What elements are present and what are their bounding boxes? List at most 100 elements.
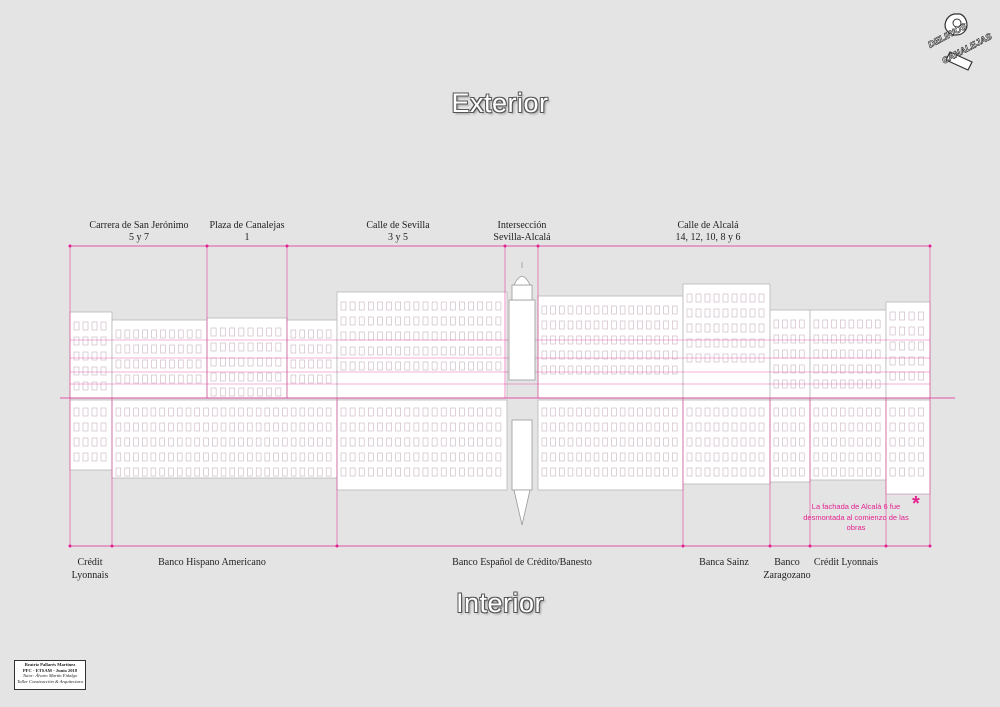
window	[839, 437, 846, 447]
window	[413, 452, 420, 462]
window	[229, 372, 235, 382]
window	[593, 350, 600, 360]
window	[255, 407, 262, 417]
window	[799, 407, 805, 417]
window	[238, 342, 245, 352]
window	[91, 422, 98, 432]
window	[133, 407, 139, 417]
window	[782, 452, 788, 462]
window	[567, 437, 574, 447]
window	[695, 407, 702, 417]
window	[731, 308, 738, 318]
window	[713, 422, 720, 432]
window	[124, 344, 131, 354]
window	[857, 452, 863, 462]
window	[908, 407, 915, 417]
dimension-tick	[928, 544, 932, 548]
window	[495, 452, 502, 462]
window	[459, 301, 465, 311]
window	[256, 372, 263, 382]
window	[133, 437, 139, 447]
window	[782, 437, 788, 447]
window	[124, 359, 131, 369]
window	[431, 316, 438, 326]
window	[468, 422, 474, 432]
window	[247, 342, 254, 352]
window	[740, 437, 747, 447]
window	[160, 344, 166, 354]
window	[340, 467, 347, 477]
interior-block	[111, 399, 338, 479]
window	[866, 319, 872, 329]
window	[238, 467, 244, 477]
window	[325, 467, 332, 477]
demolition-note: La fachada de Alcalá 6 fue desmontada al…	[803, 502, 909, 532]
window	[654, 320, 661, 330]
window	[619, 350, 626, 360]
window	[82, 452, 89, 462]
bank-label-hispano-americano: Banco Hispano Americano	[158, 557, 266, 568]
window	[358, 437, 365, 447]
window	[773, 319, 779, 329]
window	[308, 329, 314, 339]
window	[290, 374, 297, 384]
window	[918, 452, 924, 462]
window	[782, 467, 788, 477]
window	[133, 422, 139, 432]
window	[290, 329, 297, 339]
window	[168, 467, 174, 477]
window	[290, 422, 297, 432]
window	[349, 361, 356, 371]
window	[593, 365, 600, 375]
window	[790, 407, 796, 417]
window	[671, 407, 678, 417]
window	[142, 437, 148, 447]
window	[124, 422, 130, 432]
window	[264, 452, 270, 462]
window	[550, 437, 556, 447]
window	[194, 407, 200, 417]
window	[159, 422, 165, 432]
window	[273, 467, 279, 477]
window	[731, 437, 738, 447]
window	[449, 407, 456, 417]
window	[486, 346, 493, 356]
window	[115, 422, 122, 432]
window	[722, 323, 729, 333]
window	[468, 452, 474, 462]
window	[449, 301, 456, 311]
window	[386, 361, 392, 371]
window	[247, 422, 253, 432]
window	[790, 467, 796, 477]
window	[195, 344, 202, 354]
window	[404, 346, 411, 356]
window	[799, 437, 805, 447]
window	[576, 350, 582, 360]
window	[782, 334, 788, 344]
window	[210, 342, 217, 352]
window	[422, 467, 429, 477]
window	[848, 452, 855, 462]
window	[686, 407, 693, 417]
window	[264, 407, 270, 417]
window	[848, 319, 855, 329]
window	[377, 422, 383, 432]
dimension-tick	[928, 244, 932, 248]
window	[115, 452, 122, 462]
window	[431, 346, 438, 356]
bank-label-banca-sainz: Banca Sainz	[699, 557, 749, 568]
window	[404, 437, 411, 447]
window	[468, 361, 474, 371]
window	[299, 437, 306, 447]
window	[611, 350, 617, 360]
window	[628, 407, 635, 417]
window	[185, 407, 192, 417]
window	[722, 422, 729, 432]
window	[395, 361, 402, 371]
window	[255, 467, 262, 477]
window	[654, 365, 661, 375]
window	[377, 301, 383, 311]
intersection-tower	[508, 262, 536, 526]
window	[177, 467, 183, 477]
window	[367, 346, 374, 356]
